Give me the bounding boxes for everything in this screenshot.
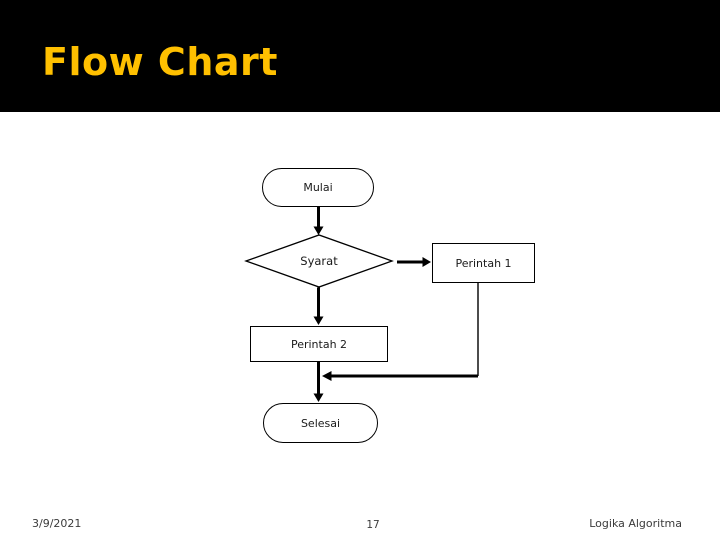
flowchart-node-perintah2[interactable]: Perintah 2	[250, 326, 388, 362]
node-label-perintah2: Perintah 2	[290, 337, 348, 351]
node-label-selesai: Selesai	[300, 416, 341, 430]
footer-date: 3/9/2021	[32, 517, 82, 530]
arrowhead-down-icon	[313, 316, 324, 325]
flowchart-node-selesai[interactable]: Selesai	[263, 403, 378, 443]
decision-diamond-shape[interactable]	[244, 234, 394, 288]
node-label-syarat: Syarat	[300, 254, 338, 268]
footer-page-number: 17	[366, 519, 380, 531]
flowchart-node-syarat[interactable]: Syarat	[246, 235, 392, 287]
slide-title-band: Flow Chart	[0, 0, 720, 112]
arrowhead-left-icon	[322, 371, 332, 381]
connector-perintah2-selesai	[313, 362, 324, 402]
node-label-mulai: Mulai	[303, 181, 333, 194]
connector-syarat-perintah1	[397, 257, 431, 267]
footer-course-name: Logika Algoritma	[589, 517, 682, 530]
flowchart-node-perintah1[interactable]: Perintah 1	[432, 243, 535, 283]
flowchart-canvas: Mulai Syarat Perintah 1 Perintah 2 Seles…	[0, 112, 720, 502]
flowchart-node-mulai[interactable]: Mulai	[262, 168, 374, 207]
arrowhead-right-icon	[422, 257, 431, 267]
node-label-perintah1: Perintah 1	[455, 256, 512, 270]
slide-title: Flow Chart	[42, 40, 278, 84]
arrowhead-down-icon	[313, 393, 324, 402]
connector-mulai-syarat	[313, 207, 324, 235]
connector-perintah1-join	[322, 371, 478, 381]
connector-syarat-perintah2	[313, 287, 324, 325]
arrowhead-down-icon	[313, 226, 324, 235]
